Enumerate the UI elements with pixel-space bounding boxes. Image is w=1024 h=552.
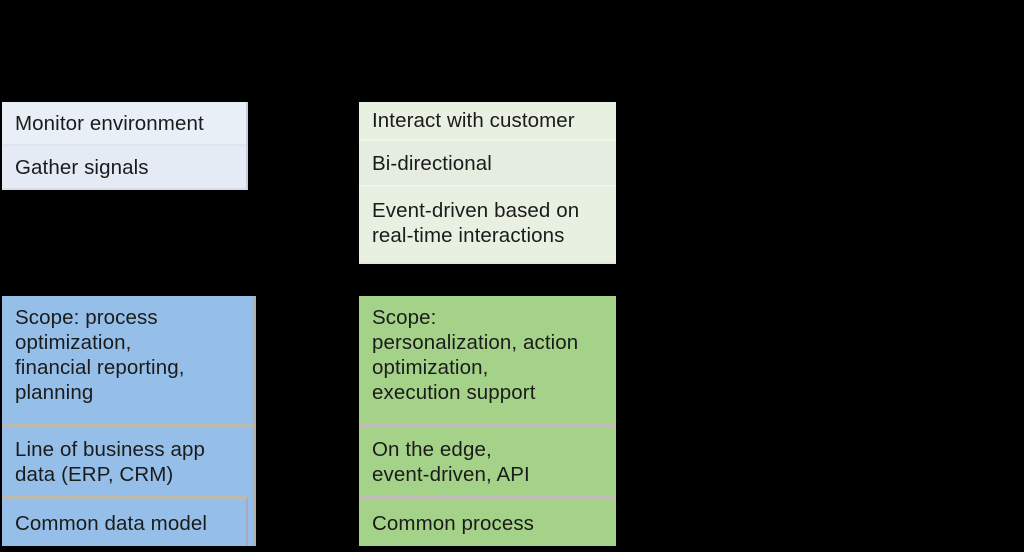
scope-left-row-line-of-business-app-data: Line of business app data (ERP, CRM) bbox=[2, 424, 253, 496]
monitor-row-monitor-environment: Monitor environment bbox=[2, 102, 246, 144]
scope-left-row-common-data-model: Common data model bbox=[2, 496, 248, 546]
monitor-row-gather-signals: Gather signals bbox=[2, 144, 246, 188]
scope-block-right: Scope: personalization, action optimizat… bbox=[359, 296, 616, 546]
interact-block: Interact with customer Bi-directional Ev… bbox=[359, 102, 616, 264]
monitor-block: Monitor environment Gather signals bbox=[2, 102, 248, 190]
scope-block-left: Scope: process optimization, financial r… bbox=[2, 296, 256, 546]
interact-row-bi-directional: Bi-directional bbox=[359, 139, 616, 185]
scope-right-row-on-the-edge: On the edge, event-driven, API bbox=[359, 424, 616, 496]
interact-row-event-driven: Event-driven based on real-time interact… bbox=[359, 185, 616, 262]
scope-right-row-common-process: Common process bbox=[359, 496, 616, 546]
interact-row-interact-with-customer: Interact with customer bbox=[359, 102, 616, 139]
scope-right-row-scope: Scope: personalization, action optimizat… bbox=[359, 296, 616, 424]
scope-left-row-scope: Scope: process optimization, financial r… bbox=[2, 296, 253, 424]
